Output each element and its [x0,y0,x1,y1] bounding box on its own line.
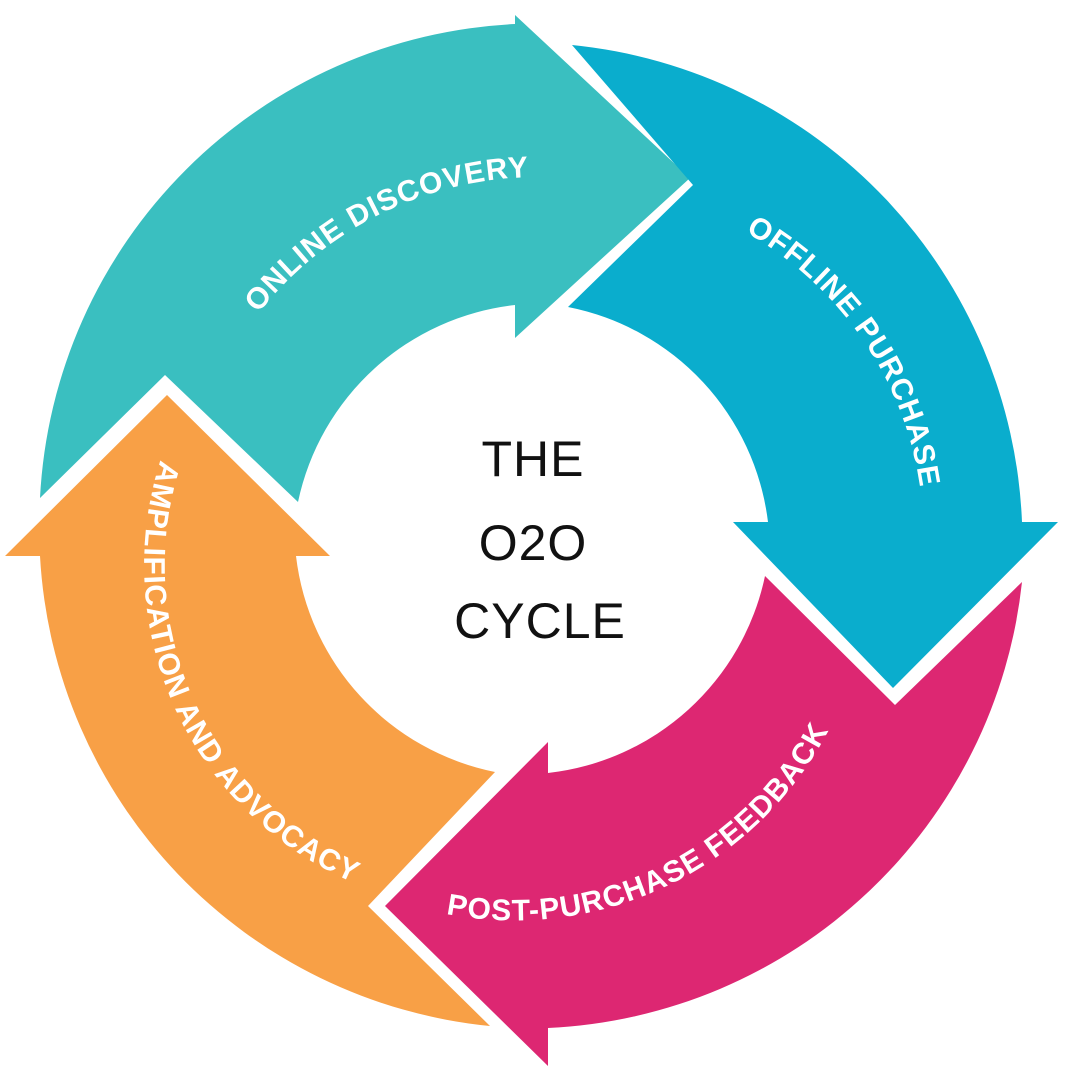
center-title-line-1: THE [482,431,585,487]
segment-post-purchase-feedback [385,576,1022,1066]
segment-online-discovery [40,15,690,502]
center-title-line-3: CYCLE [454,593,626,649]
segment-offline-purchase [568,45,1058,688]
segment-amplification-and-advocacy [5,395,495,1026]
center-title-line-2: O2O [479,515,588,571]
